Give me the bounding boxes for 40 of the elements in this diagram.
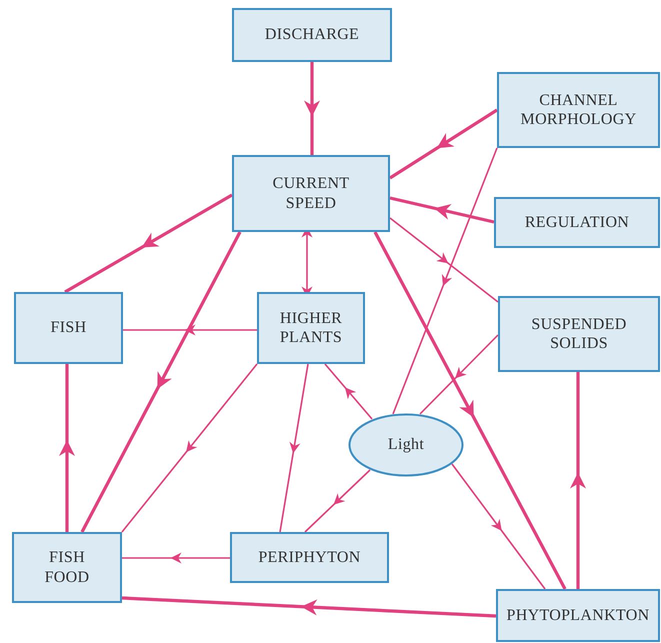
process-box — [498, 296, 660, 372]
node-label: CURRENT SPEED — [272, 174, 350, 213]
node-label: CHANNEL MORPHOLOGY — [520, 90, 638, 130]
node-label: Light — [386, 435, 426, 455]
arrow — [324, 363, 373, 420]
process-box — [496, 589, 660, 642]
arrow — [390, 196, 494, 224]
arrow — [122, 552, 230, 564]
arrow — [390, 217, 498, 303]
arrow — [279, 364, 309, 532]
arrow — [64, 194, 233, 294]
arrow — [122, 596, 496, 618]
arrow — [389, 108, 498, 180]
process-box — [232, 155, 390, 232]
arrow — [374, 231, 566, 590]
node-label: DISCHARGE — [264, 25, 360, 45]
process-box — [14, 292, 123, 364]
arrow — [59, 364, 75, 532]
node-label: HIGHER PLANTS — [278, 308, 344, 348]
arrow — [304, 62, 320, 155]
process-box — [497, 72, 660, 148]
node-label: PERIPHYTON — [257, 548, 362, 568]
process-box — [257, 292, 365, 364]
node-label: FISH — [50, 318, 88, 338]
arrow — [304, 469, 371, 533]
process-box — [12, 532, 122, 603]
process-box — [494, 197, 660, 248]
node-label: PHYTOPLANKTON — [506, 606, 650, 626]
process-box — [230, 532, 389, 583]
node-label: SUSPENDED SOLIDS — [530, 314, 628, 354]
node-label: FISH FOOD — [44, 548, 90, 587]
arrow — [121, 364, 258, 532]
arrow — [80, 231, 242, 533]
arrow — [123, 324, 257, 336]
arrow — [570, 372, 586, 589]
arrow — [392, 148, 498, 414]
arrow — [419, 334, 499, 415]
node-label: REGULATION — [524, 212, 630, 232]
arrow — [451, 464, 546, 590]
process-box — [232, 8, 392, 62]
